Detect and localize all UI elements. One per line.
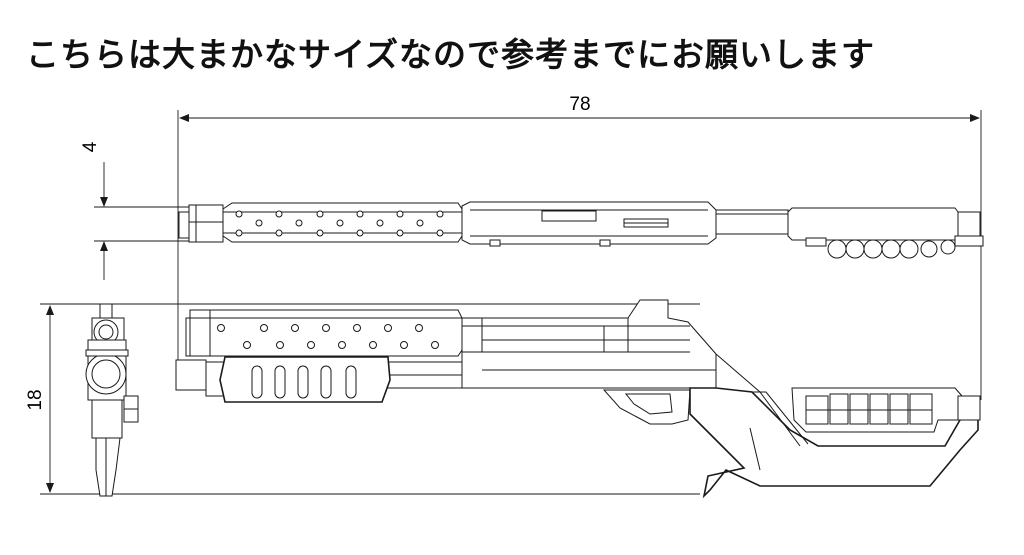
dimension-label-height: 18 xyxy=(25,389,46,410)
dimension-overall-length: 78 xyxy=(177,94,982,400)
page-title: こちらは大まかなサイズなので参考までにお願いします xyxy=(26,35,876,74)
dimension-overall-height: 18 xyxy=(25,303,700,495)
dimension-label-barrel: 4 xyxy=(80,141,101,152)
side-view xyxy=(175,299,981,499)
top-view xyxy=(178,201,984,259)
front-view xyxy=(85,303,139,497)
dimension-label-length: 78 xyxy=(569,94,590,115)
